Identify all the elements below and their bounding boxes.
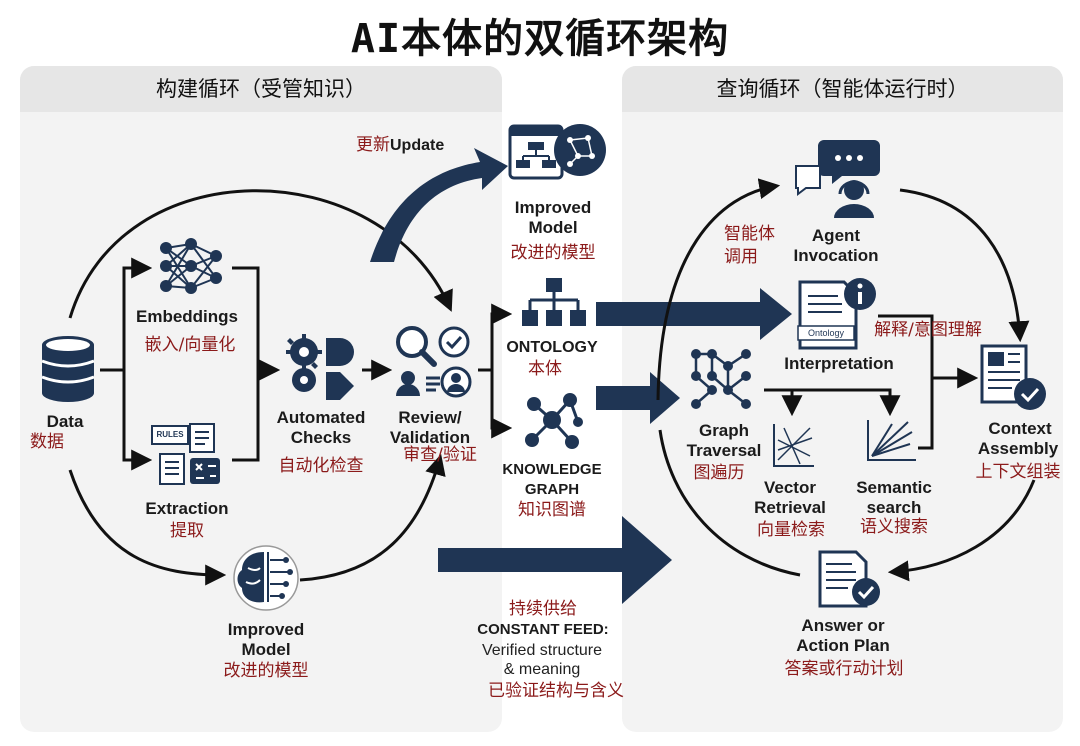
embeddings-label: Embeddings <box>135 307 238 326</box>
update-label: 更新Update <box>356 134 476 156</box>
update-label-en: Update <box>390 137 445 154</box>
answer-label-2: Action Plan <box>796 636 890 655</box>
query-loop-arc-bottom-right <box>887 479 1036 582</box>
kg-feed-arrow <box>596 372 680 424</box>
knowledge-graph-label-1: KNOWLEDGE <box>502 461 602 478</box>
ontology-document-info-icon <box>797 278 876 350</box>
agent-invocation-label-1: Agent <box>811 226 861 245</box>
ontology-feed-arrow <box>596 288 792 340</box>
improved-model-bottom-label-zh: 改进的模型 <box>223 661 309 681</box>
constant-feed-label-zh: 持续供给 <box>509 599 577 619</box>
automated-checks-label-2: Checks <box>290 428 352 447</box>
knowledge-graph-label-2: GRAPH <box>524 481 580 498</box>
graph-network-icon <box>525 393 583 449</box>
data-label: Data <box>46 412 84 431</box>
extraction-label: Extraction <box>145 499 229 518</box>
vector-retrieval-label-zh: 向量检索 <box>757 520 825 540</box>
update-arrow <box>370 148 508 262</box>
answer-label-1: Answer or <box>801 616 885 635</box>
automated-checks-label-1: Automated <box>276 408 366 427</box>
agent-chat-icon <box>795 140 880 218</box>
improved-model-top-label-2: Model <box>528 218 578 237</box>
loop-arc-top-left <box>68 189 453 319</box>
gears-check-icon <box>286 334 354 400</box>
brain-circuit-icon <box>233 545 299 611</box>
context-assembly-label-2: Assembly <box>977 439 1059 458</box>
build-loop-header: 构建循环（受管知识） <box>20 66 502 112</box>
neural-network-icon <box>160 238 222 294</box>
semantic-search-label-zh: 语义搜索 <box>860 517 928 537</box>
build-loop-panel: 构建循环（受管知识） <box>20 66 502 732</box>
constant-feed-sub-2: & meaning <box>503 661 581 678</box>
constant-feed-arrow <box>438 516 672 604</box>
semantic-search-chart-icon <box>867 420 916 461</box>
improved-model-top-label-zh: 改进的模型 <box>510 243 596 263</box>
vector-retrieval-label-2: Retrieval <box>754 498 826 517</box>
query-loop-arc-bottom-left <box>658 429 801 577</box>
improved-model-bottom-label-1: Improved <box>227 620 305 639</box>
review-label-zh: 审查/验证 <box>403 445 477 465</box>
interpretation-label: Interpretation <box>784 354 894 373</box>
page-title: AI本体的双循环架构 <box>350 16 730 62</box>
graph-traversal-label-1: Graph <box>698 421 750 440</box>
ontology-label-zh: 本体 <box>528 359 562 379</box>
constant-feed-label-zh-2: 已验证结构与含义 <box>488 681 624 701</box>
context-assembly-label-zh: 上下文组装 <box>975 462 1061 482</box>
semantic-search-label-1: Semantic <box>856 478 932 497</box>
extraction-label-zh: 提取 <box>170 521 204 541</box>
graph-traversal-label-2: Traversal <box>686 441 762 460</box>
interpretation-label-zh: 解释/意图理解 <box>874 320 982 340</box>
automated-checks-label-zh: 自动化检查 <box>278 456 364 476</box>
hierarchy-icon <box>522 278 586 326</box>
agent-invocation-label-zh-1: 智能体 <box>724 224 775 244</box>
loop-arc-bottom-left <box>68 469 227 586</box>
improved-model-top-label-1: Improved <box>514 198 592 217</box>
graph-traversal-icon <box>691 349 751 409</box>
agent-invocation-label-zh-2: 调用 <box>724 247 758 267</box>
data-label-zh: 数据 <box>30 432 64 452</box>
constant-feed-label: CONSTANT FEED: <box>477 621 609 638</box>
improved-model-bottom-label-2: Model <box>241 640 291 659</box>
ontology-label: ONTOLOGY <box>506 339 598 356</box>
update-label-zh: 更新 <box>356 135 390 155</box>
answer-label-zh: 答案或行动计划 <box>784 659 904 679</box>
answer-doc-check-icon <box>818 550 880 608</box>
vector-retrieval-label-1: Vector <box>764 478 816 497</box>
rules-tag: RULES <box>156 430 184 439</box>
model-diagram-icon <box>508 124 606 180</box>
review-label-2: Validation <box>389 428 471 447</box>
loop-arc-bottom-right <box>299 453 446 582</box>
context-assembly-label-1: Context <box>988 419 1052 438</box>
query-loop-header: 查询循环（智能体运行时） <box>622 66 1063 112</box>
rules-document-icon <box>151 423 220 485</box>
knowledge-graph-label-zh: 知识图谱 <box>518 500 586 520</box>
review-magnifier-icon <box>396 326 472 398</box>
database-icon <box>41 336 95 402</box>
graph-traversal-label-zh: 图遍历 <box>693 463 745 483</box>
semantic-search-label-2: search <box>866 498 922 517</box>
constant-feed-sub-1: Verified structure <box>481 642 603 659</box>
ontology-doc-tag: Ontology <box>807 328 845 338</box>
agent-invocation-label-2: Invocation <box>793 246 879 265</box>
query-loop-arc-right <box>899 188 1030 343</box>
embeddings-label-zh: 嵌入/向量化 <box>144 335 236 355</box>
vector-scatter-icon <box>773 424 814 467</box>
context-doc-check-icon <box>980 344 1046 410</box>
query-loop-arc-top <box>656 178 781 401</box>
review-label-1: Review/ <box>398 408 462 427</box>
